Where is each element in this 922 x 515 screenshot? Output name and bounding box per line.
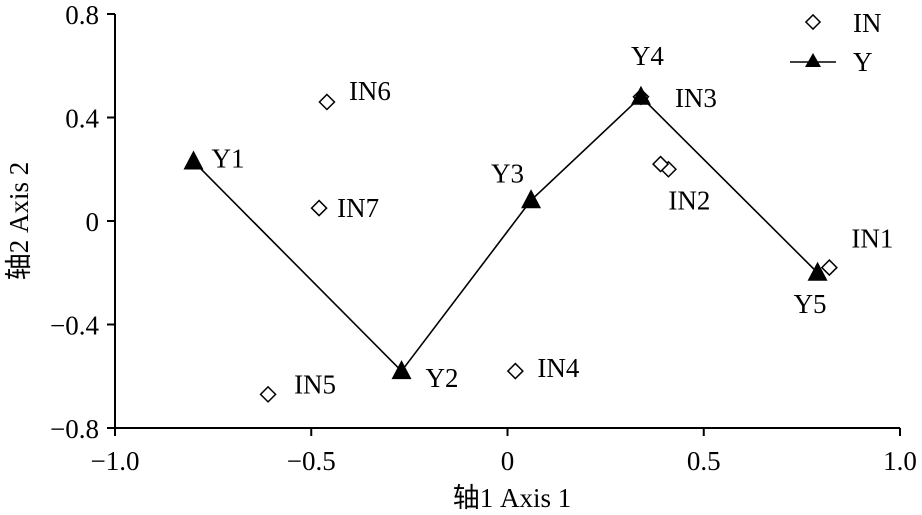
point-label-y4: Y4 — [631, 41, 664, 71]
point-label-y3: Y3 — [491, 158, 524, 188]
x-tick-label: 1.0 — [883, 446, 917, 476]
series-layer — [183, 85, 838, 403]
y-point — [521, 189, 542, 209]
y-point — [391, 360, 412, 380]
in-point — [820, 259, 838, 277]
in-point — [506, 362, 524, 380]
point-label-in1: IN1 — [851, 224, 893, 254]
y-tick-label: 0 — [86, 207, 100, 237]
legend: IN Y — [790, 8, 882, 77]
point-label-in7: IN7 — [337, 193, 379, 223]
legend-label-in: IN — [853, 8, 882, 38]
point-label-in2: IN2 — [668, 185, 710, 215]
y-point — [807, 261, 828, 281]
legend-triangle-marker — [805, 53, 821, 67]
point-label-in5: IN5 — [294, 369, 336, 399]
in-point — [310, 199, 328, 217]
point-label-y5: Y5 — [794, 289, 827, 319]
legend-item-y: Y — [790, 47, 873, 77]
y-point — [630, 85, 651, 105]
y-point — [183, 150, 204, 170]
y-tick-label: −0.4 — [50, 311, 99, 341]
y-tick-label: 0.4 — [65, 104, 99, 134]
x-axis-title: 轴1 Axis 1 — [453, 483, 572, 513]
y-series-line — [192, 95, 819, 373]
point-label-in3: IN3 — [675, 83, 717, 113]
in-point — [318, 93, 336, 111]
x-tick-label: 0.5 — [687, 446, 721, 476]
y-tick-label: 0.8 — [65, 0, 99, 30]
legend-item-in: IN — [804, 8, 882, 38]
x-tick-label: −1.0 — [91, 446, 140, 476]
point-label-in4: IN4 — [537, 353, 579, 383]
x-tick-label: −0.5 — [287, 446, 336, 476]
x-ticks: −1.0 −0.5 0 0.5 1.0 — [91, 428, 917, 476]
point-label-y2: Y2 — [426, 363, 459, 393]
in-point — [259, 385, 277, 403]
legend-label-y: Y — [853, 47, 873, 77]
y-tick-label: −0.8 — [50, 414, 99, 444]
in-point — [652, 155, 670, 173]
legend-diamond-marker — [804, 13, 822, 31]
x-tick-label: 0 — [501, 446, 515, 476]
point-label-in6: IN6 — [349, 76, 391, 106]
point-label-y1: Y1 — [212, 143, 245, 173]
y-axis-title: 轴2 Axis 2 — [4, 162, 34, 281]
y-ticks: 0.8 0.4 0 −0.4 −0.8 — [50, 0, 115, 444]
